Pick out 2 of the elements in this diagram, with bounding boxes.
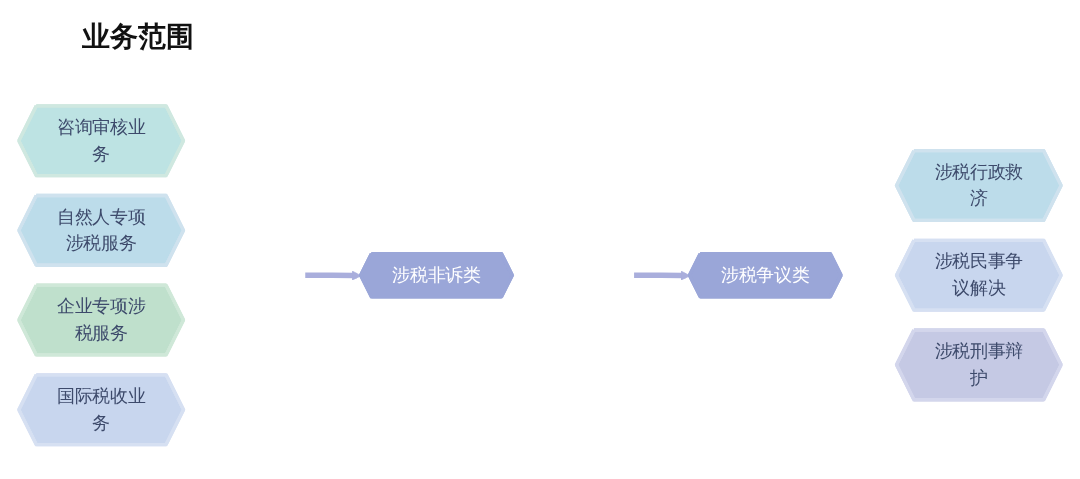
page-title: 业务范围 [82,19,194,55]
diagram: 咨询审核业务 自然人专项涉税服务 企业专项涉税服务 国际税收业务 涉税非诉类 涉税争议类 涉税行政救济 涉税民事争议解决 涉税刑事辩护 [10,96,1070,454]
